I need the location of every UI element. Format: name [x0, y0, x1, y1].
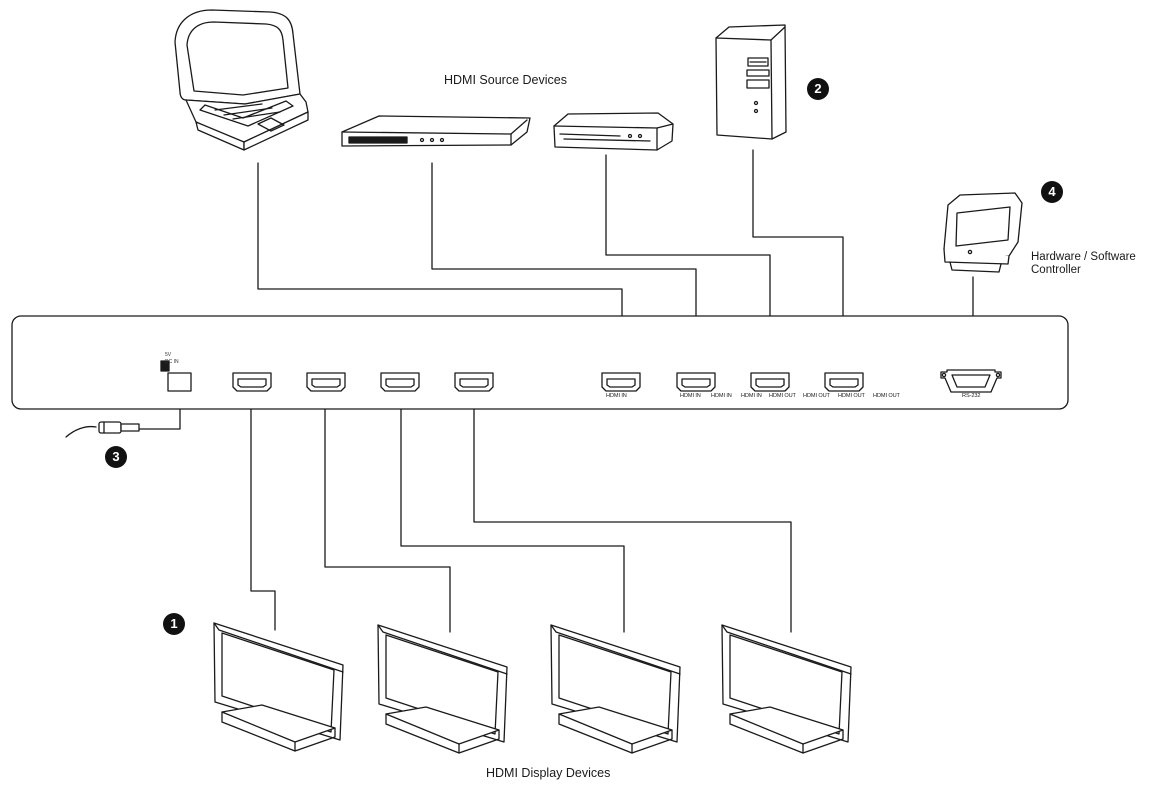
- controller-label: Hardware / Software Controller: [1031, 251, 1136, 277]
- source-devices-label: HDMI Source Devices: [444, 73, 567, 87]
- badge-displays: 1: [163, 613, 185, 635]
- matrix-switch-panel: [11, 315, 1069, 410]
- port-label-in2: HDMI IN: [680, 393, 701, 399]
- power-label: 5V DC IN: [165, 352, 179, 366]
- badge-power: 3: [105, 446, 127, 468]
- hdmi-in-port-2[interactable]: [676, 372, 716, 392]
- power-plug: [98, 421, 140, 434]
- cable-display-3: [400, 401, 625, 633]
- display-devices-label: HDMI Display Devices: [486, 766, 611, 780]
- display-monitor-3: [550, 624, 681, 754]
- badge-sources: 2: [807, 78, 829, 100]
- power-switch[interactable]: [160, 360, 170, 372]
- hdmi-in-ports: [601, 372, 864, 392]
- hdmi-in-port-4[interactable]: [824, 372, 864, 392]
- touch-controller-icon: [943, 192, 1023, 273]
- hdmi-in-port-1[interactable]: [601, 372, 641, 392]
- laptop-icon: [174, 9, 309, 151]
- hdmi-out-port-4[interactable]: [454, 372, 494, 392]
- display-monitor-4: [721, 624, 852, 754]
- badge-controller: 4: [1041, 181, 1063, 203]
- port-label-out3: HDMI OUT: [838, 393, 865, 399]
- controller-label-line1: Hardware / Software: [1031, 251, 1136, 263]
- hdmi-out-ports: [232, 372, 494, 392]
- dc-in-jack[interactable]: [167, 372, 192, 392]
- hdmi-out-port-1[interactable]: [232, 372, 272, 392]
- power-cord-tail: [65, 425, 97, 438]
- rack-switcher-icon: [341, 115, 531, 147]
- port-label-out4: HDMI OUT: [873, 393, 900, 399]
- port-label-in3: HDMI IN: [711, 393, 732, 399]
- controller-label-line2: Controller: [1031, 264, 1081, 276]
- cable-display-4: [473, 401, 792, 633]
- cable-pc: [752, 149, 844, 369]
- port-label-out2: HDMI OUT: [803, 393, 830, 399]
- display-monitor-2: [377, 624, 508, 754]
- display-monitor-1: [213, 622, 344, 752]
- cable-display-1: [250, 401, 276, 631]
- rs232-port[interactable]: [940, 369, 1002, 393]
- hdmi-in-port-3[interactable]: [750, 372, 790, 392]
- power-label-line1: 5V: [165, 352, 172, 358]
- power-label-line2: DC IN: [165, 359, 179, 365]
- port-label-in1: HDMI IN: [606, 393, 627, 399]
- media-player-icon: [553, 112, 674, 151]
- hdmi-out-port-2[interactable]: [306, 372, 346, 392]
- port-label-in4: HDMI IN: [741, 393, 762, 399]
- cable-display-2: [324, 401, 451, 633]
- tower-pc-icon: [715, 24, 787, 140]
- cable-player: [605, 154, 771, 369]
- port-label-rs232: RS-232: [962, 393, 981, 399]
- port-label-out1: HDMI OUT: [769, 393, 796, 399]
- hdmi-out-port-3[interactable]: [380, 372, 420, 392]
